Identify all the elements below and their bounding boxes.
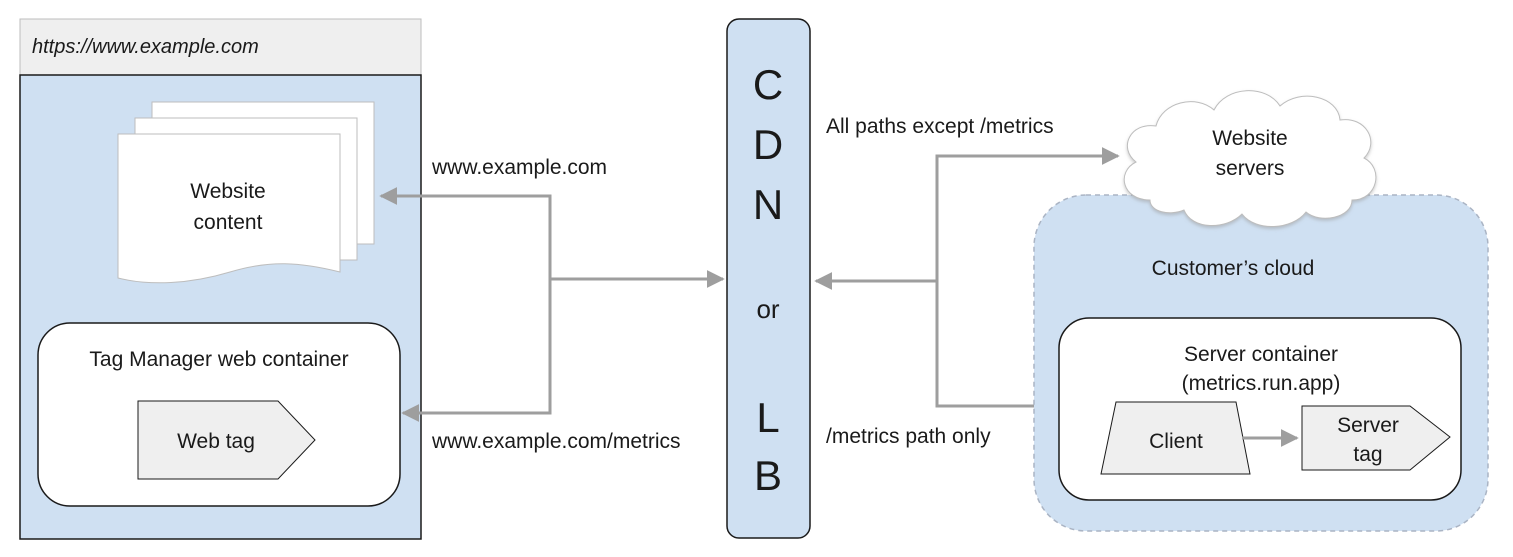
page-front: [117, 133, 341, 284]
server-tag-line2: tag: [1353, 443, 1382, 466]
customer-cloud-label: Customer’s cloud: [1152, 257, 1315, 280]
arrow-to-website-content: [379, 187, 552, 279]
website-content-line1: Website: [190, 180, 265, 203]
cdn-lb-pillar: C D N or L B: [726, 18, 811, 539]
server-tag-shape: [1301, 405, 1451, 471]
client-label: Client: [1149, 430, 1203, 453]
website-content-line2: content: [194, 211, 263, 234]
server-container-line2: (metrics.run.app): [1182, 372, 1341, 395]
route-label-metrics-only: /metrics path only: [826, 425, 991, 448]
cdn-lb-box: [726, 18, 811, 539]
web-tag-shape: [137, 400, 316, 480]
website-servers-line1: Website: [1212, 127, 1287, 150]
cloud-icon: [1123, 90, 1377, 227]
url-bar: [19, 18, 422, 76]
arrow-to-server-container: [935, 281, 1059, 415]
cdn-letter-d: D: [753, 121, 783, 168]
url-text: https://www.example.com: [32, 36, 259, 58]
lb-letter-l: L: [756, 394, 779, 441]
route-label-all-paths: All paths except /metrics: [826, 115, 1054, 138]
web-container-title: Tag Manager web container: [89, 348, 348, 371]
cdn-or: or: [756, 294, 779, 324]
web-container: Tag Manager web container Web tag: [37, 322, 401, 507]
route-label-website: www.example.com: [431, 156, 607, 179]
route-label-metrics: www.example.com/metrics: [431, 430, 681, 453]
server-tag-line1: Server: [1337, 414, 1399, 437]
lb-letter-b: B: [754, 452, 782, 499]
server-container-line1: Server container: [1184, 343, 1338, 366]
web-tag-label: Web tag: [177, 430, 255, 453]
website-content-pages: Website content: [117, 101, 375, 284]
website-servers: Website servers: [1123, 90, 1377, 227]
right-routing: [814, 147, 1120, 415]
website-servers-line2: servers: [1216, 157, 1285, 180]
cdn-letter-c: C: [753, 61, 783, 108]
client-shape: [1100, 401, 1251, 475]
server-container: Server container (metrics.run.app) Clien…: [1058, 317, 1462, 501]
cdn-letter-n: N: [753, 181, 783, 228]
arrow-to-web-container: [401, 279, 552, 422]
left-routing: [379, 187, 725, 422]
arrow-to-website-servers: [935, 147, 1120, 281]
